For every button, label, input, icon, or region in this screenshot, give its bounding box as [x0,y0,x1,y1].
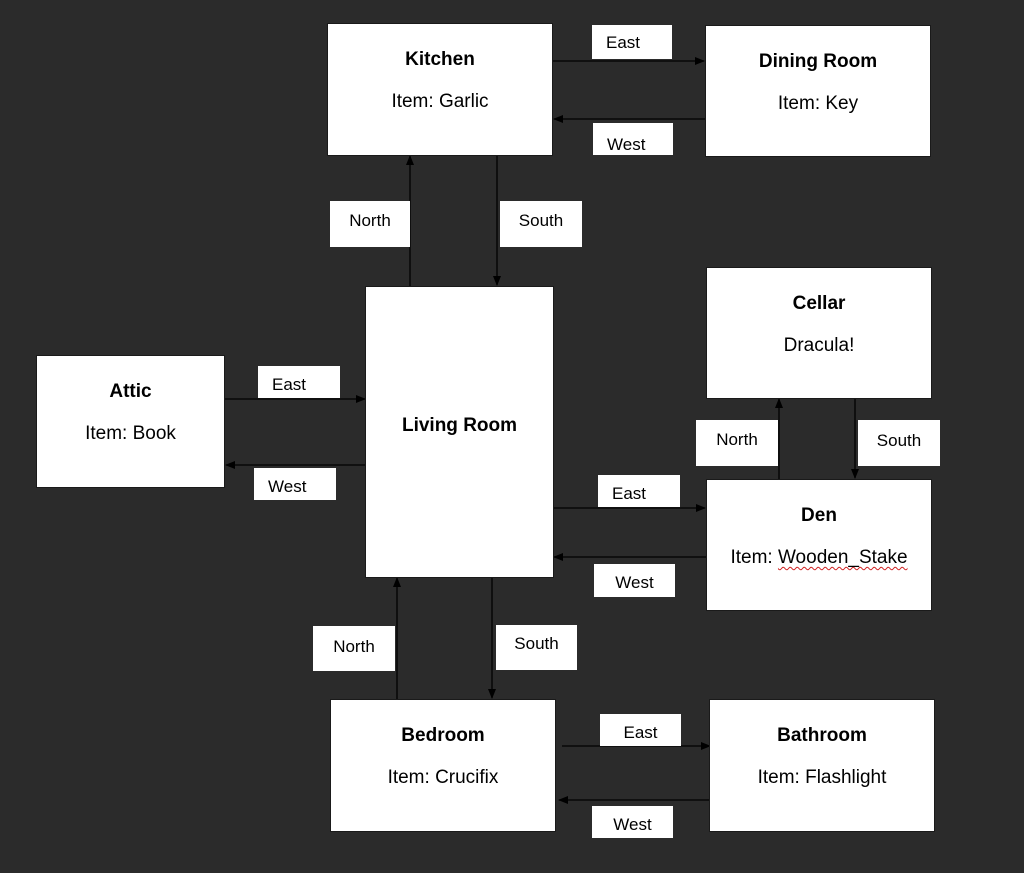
room-cellar: Cellar Dracula! [706,267,932,399]
label-east: East [258,366,340,398]
room-title: Den [801,505,837,526]
label-west: West [592,806,673,838]
room-item: Item: Garlic [391,91,489,112]
label-west: West [594,564,675,597]
room-item: Item: Flashlight [757,767,887,788]
label-east: East [598,475,680,507]
label-south: South [858,420,940,466]
room-item: Item: Book [85,423,176,444]
room-dining-room: Dining Room Item: Key [705,25,931,157]
label-east: East [600,714,681,746]
room-item-name-misspelled: Wooden_Stake [777,547,908,568]
room-item: Item: Wooden_Stake [707,547,931,569]
room-attic: Attic Item: Book [36,355,225,488]
room-bedroom: Bedroom Item: Crucifix [330,699,556,832]
label-north: North [313,626,395,671]
label-north: North [696,420,778,466]
label-west: West [254,468,336,500]
room-item: Item: Key [777,93,859,114]
room-title: Kitchen [405,49,475,70]
room-title: Dining Room [758,51,878,72]
room-title: Bedroom [401,725,485,746]
room-den: Den Item: Wooden_Stake [706,479,932,611]
room-item-prefix: Item: [730,547,778,568]
room-title: Attic [109,381,152,402]
label-south: South [500,201,582,247]
room-kitchen: Kitchen Item: Garlic [327,23,553,156]
room-title: Cellar [792,293,846,314]
label-west: West [593,123,673,155]
label-north: North [330,201,410,247]
room-title: Bathroom [777,725,867,746]
room-bathroom: Bathroom Item: Flashlight [709,699,935,832]
label-south: South [496,625,577,670]
label-east: East [592,25,672,59]
room-title: Living Room [401,415,518,436]
room-item: Dracula! [783,335,855,356]
room-living-room: Living Room [365,286,554,578]
room-item: Item: Crucifix [387,767,499,788]
